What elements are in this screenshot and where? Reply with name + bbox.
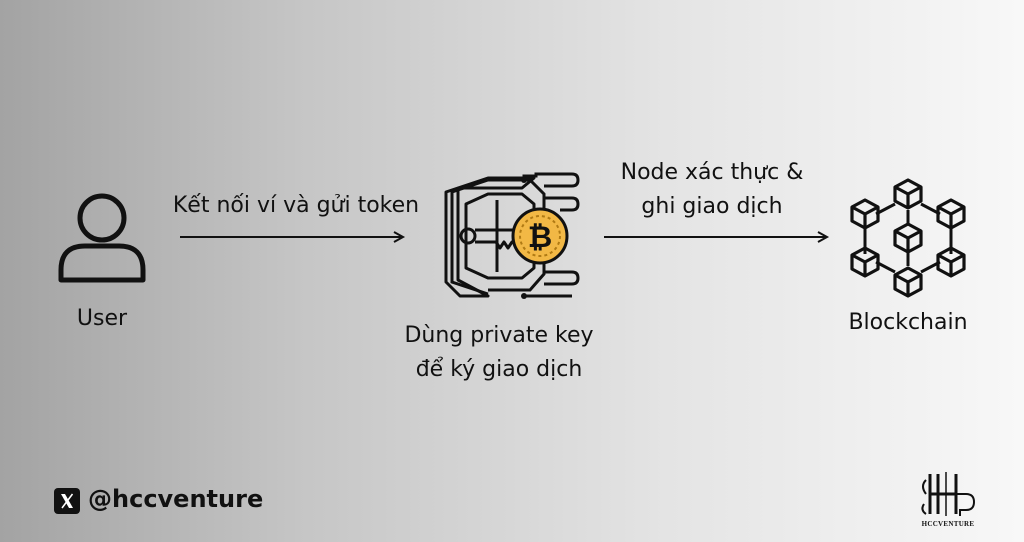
sign-label-line1: Dùng private key	[404, 323, 594, 348]
edge-label-verify-line1: Node xác thực &	[620, 160, 804, 185]
social-handle[interactable]: @hccventure	[88, 485, 264, 513]
arrow-verify	[604, 231, 830, 243]
svg-text:₿: ₿	[528, 220, 552, 255]
edge-label-connect: Kết nối ví và gửi token	[172, 193, 420, 218]
hccventure-logo: HCCVENTURE	[916, 470, 980, 530]
brand-wordmark: HCCVENTURE	[921, 520, 975, 528]
edge-label-verify-line2: ghi giao dịch	[641, 194, 783, 219]
sign-label-line2: để ký giao dịch	[415, 357, 583, 382]
blockchain-icon	[850, 178, 966, 298]
bitcoin-key-icon: ₿	[444, 172, 580, 299]
x-logo-icon[interactable]	[54, 488, 80, 514]
arrow-connect	[180, 231, 406, 243]
user-icon	[58, 193, 146, 283]
user-label: User	[76, 306, 128, 331]
blockchain-label: Blockchain	[848, 310, 968, 335]
